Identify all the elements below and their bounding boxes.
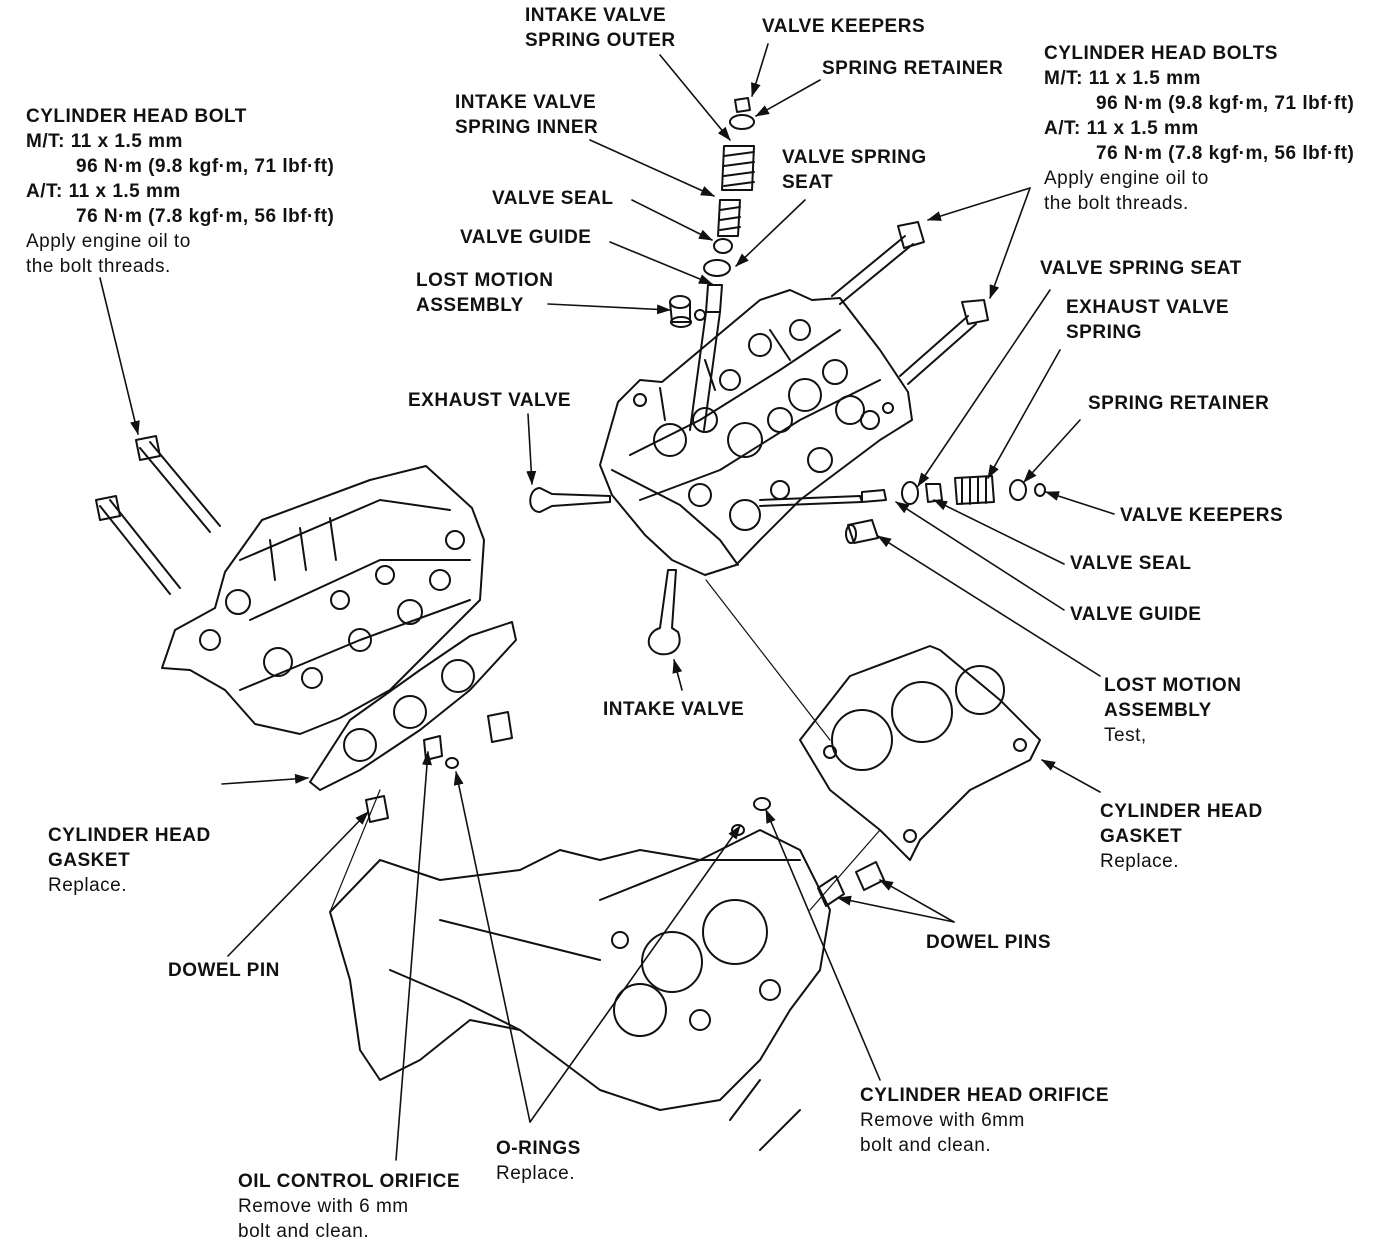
label-valve-keepers-top: VALVE KEEPERS bbox=[762, 16, 926, 37]
engine-block bbox=[329, 829, 831, 1151]
label-spring-retainer-right: SPRING RETAINER bbox=[1088, 393, 1270, 414]
alignment-lines bbox=[329, 579, 881, 913]
lost-motion-assembly-top bbox=[669, 295, 692, 328]
label-valve-spring-seat-top: VALVE SPRING SEAT bbox=[782, 147, 927, 193]
right-cylinder-head-gasket-part bbox=[799, 645, 1041, 861]
label-o-rings: O-RINGS Replace. bbox=[496, 1138, 581, 1184]
label-dowel-pins: DOWEL PINS bbox=[926, 932, 1051, 953]
left-small-parts bbox=[365, 711, 513, 823]
left-cylinder-head-gasket-part bbox=[309, 621, 517, 791]
label-cylinder-head-gasket-left: CYLINDER HEAD GASKET Replace. bbox=[48, 825, 211, 896]
label-valve-seal-right: VALVE SEAL bbox=[1070, 553, 1192, 574]
intake-valve-stack bbox=[689, 97, 755, 431]
label-cylinder-head-gasket-right: CYLINDER HEAD GASKET Replace. bbox=[1100, 801, 1263, 872]
label-line: INTAKE VALVE bbox=[525, 5, 667, 26]
cylinder-head-bolts-right bbox=[831, 221, 989, 385]
label-exhaust-valve: EXHAUST VALVE bbox=[408, 390, 572, 411]
label-intake-valve: INTAKE VALVE bbox=[603, 699, 745, 720]
label-line: SPRING OUTER bbox=[525, 30, 676, 51]
label-cylinder-head-bolt-left: CYLINDER HEAD BOLT M/T: 11 x 1.5 mm 96 N… bbox=[26, 106, 335, 277]
label-lost-motion-assembly-right: LOST MOTION ASSEMBLY Test, bbox=[1104, 675, 1242, 746]
label-dowel-pin: DOWEL PIN bbox=[168, 960, 280, 981]
label-lost-motion-assembly-top: LOST MOTION ASSEMBLY bbox=[416, 270, 554, 316]
label-valve-guide-top: VALVE GUIDE bbox=[460, 227, 592, 248]
right-dowel-pins bbox=[817, 861, 885, 907]
label-oil-control-orifice: OIL CONTROL ORIFICE Remove with 6 mm bol… bbox=[238, 1171, 461, 1242]
right-cylinder-head bbox=[599, 289, 913, 576]
label-valve-spring-seat-right: VALVE SPRING SEAT bbox=[1040, 258, 1242, 279]
leader-lines bbox=[99, 43, 1115, 1161]
label-valve-seal-top: VALVE SEAL bbox=[492, 188, 614, 209]
label-cylinder-head-bolts-right: CYLINDER HEAD BOLTS M/T: 11 x 1.5 mm 96 … bbox=[1044, 43, 1355, 214]
label-valve-guide-right: VALVE GUIDE bbox=[1070, 604, 1202, 625]
cylinder-head-bolts-left bbox=[95, 435, 221, 595]
label-intake-valve-spring-outer: INTAKE VALVE SPRING OUTER bbox=[525, 3, 676, 53]
label-spring-retainer-top: SPRING RETAINER bbox=[822, 58, 1004, 79]
label-cylinder-head-orifice: CYLINDER HEAD ORIFICE Remove with 6mm bo… bbox=[860, 1085, 1110, 1156]
exhaust-spring-stack bbox=[759, 475, 1046, 507]
label-intake-valve-spring-inner: INTAKE VALVE SPRING INNER bbox=[455, 92, 599, 138]
label-valve-keepers-right: VALVE KEEPERS bbox=[1120, 505, 1284, 526]
intake-valve-part bbox=[647, 569, 681, 656]
lost-motion-assembly-right bbox=[845, 519, 879, 544]
exhaust-valve-part bbox=[529, 487, 611, 513]
label-exhaust-valve-spring: EXHAUST VALVE SPRING bbox=[1066, 297, 1230, 343]
left-cylinder-head bbox=[161, 465, 485, 735]
